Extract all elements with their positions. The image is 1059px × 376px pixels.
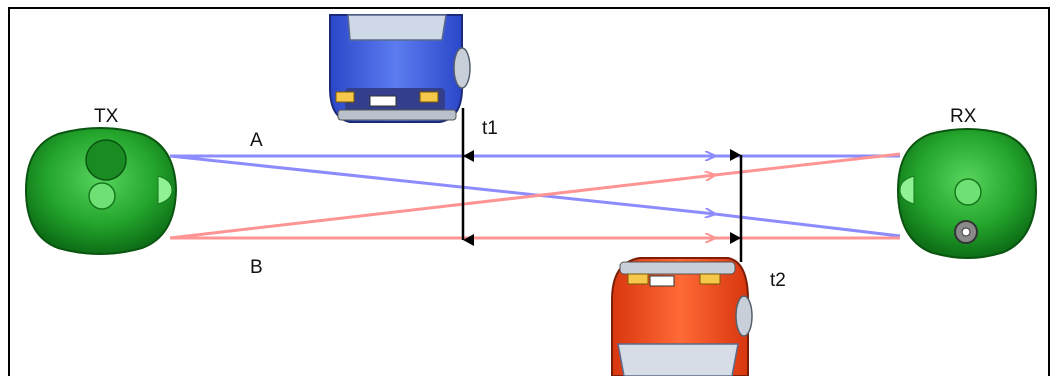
- path-b-crossing: [169, 175, 715, 240]
- path-b-label: B: [250, 257, 263, 278]
- path-a-crossing: [169, 154, 715, 214]
- tx-antenna-icon: [24, 127, 178, 255]
- red-car-icon: [611, 257, 753, 376]
- rx-antenna-icon: [896, 128, 1038, 259]
- diagram-frame: [8, 7, 1050, 376]
- rx-label: RX: [950, 106, 977, 127]
- tx-label: TX: [94, 106, 119, 127]
- t2-label: t2: [770, 270, 786, 291]
- path-a-label: A: [250, 130, 263, 151]
- t1-label: t1: [482, 118, 498, 139]
- path-b-crossing-tail: [714, 152, 901, 177]
- blue-car-icon: [329, 14, 471, 123]
- path-a-crossing-tail: [714, 212, 901, 238]
